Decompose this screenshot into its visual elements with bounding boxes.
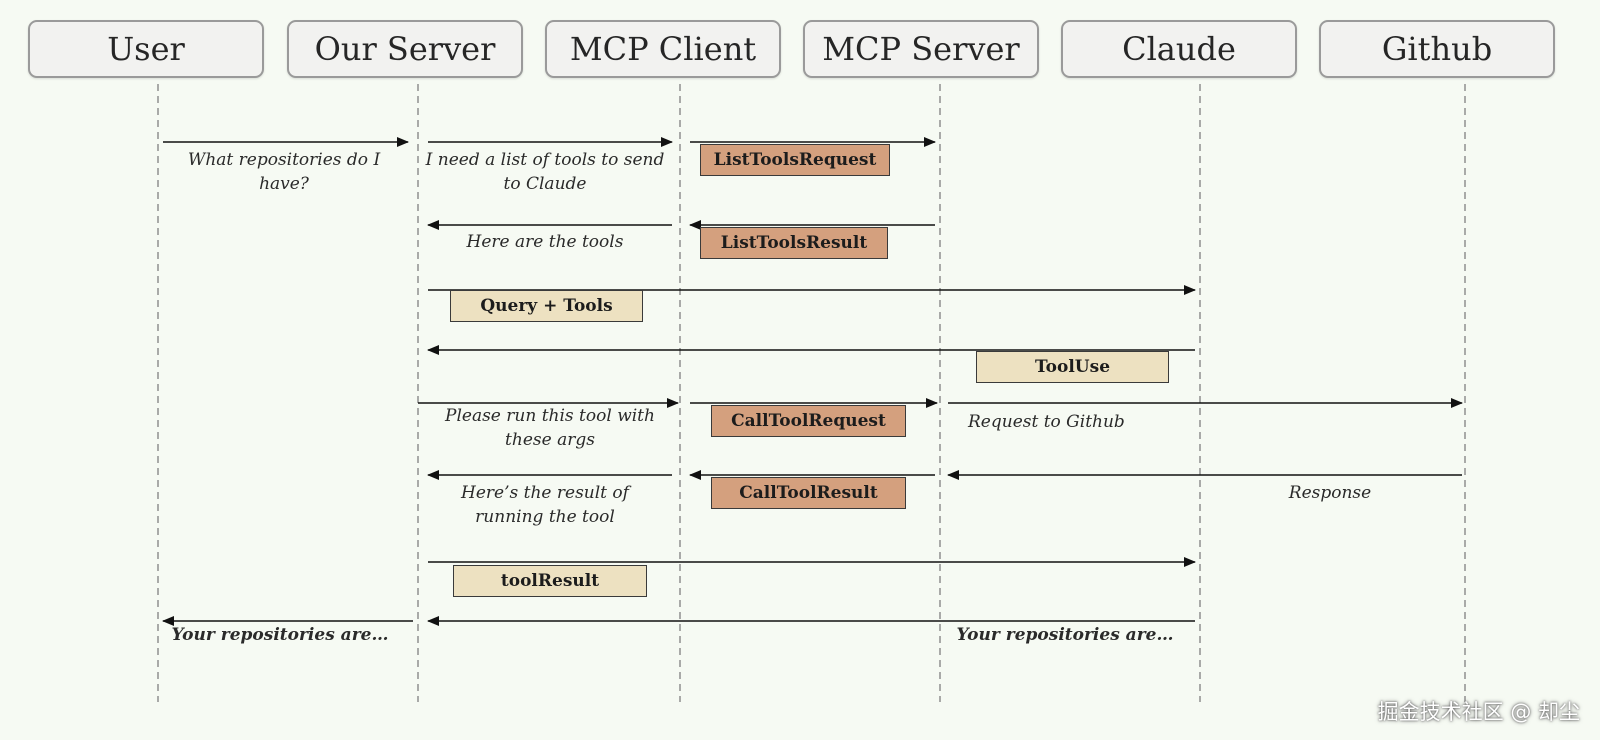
msg-user-final-label: Your repositories are… [171,625,389,645]
msg-claude-final-label: Your repositories are… [956,625,1174,645]
watermark: 掘金技术社区 @ 却尘 [1377,700,1580,724]
msg-tool-result-label: Here’s the result of running the tool [461,483,629,527]
query-tools-box: Query + Tools [450,290,643,322]
tool-result-box: toolResult [453,565,647,597]
msg-here-are-tools-label: Here are the tools [466,232,624,252]
call-tool-result-box: CallToolResult [711,477,906,509]
actor-github: Github [1319,20,1555,78]
msg-request-to-github-label: Request to Github [968,412,1125,432]
actor-mcp-server: MCP Server [803,20,1039,78]
msg-request-tools-label: I need a list of tools to send to Claude [425,150,665,194]
tool-use-box: ToolUse [976,351,1169,383]
list-tools-request-box: ListToolsRequest [700,144,890,176]
actor-claude: Claude [1061,20,1297,78]
actor-user: User [28,20,264,78]
msg-run-tool-label: Please run this tool with these args [445,406,655,450]
actor-our-server: Our Server [287,20,523,78]
msg-user-query-label: What repositories do I have? [187,150,381,194]
msg-response-label: Response [1288,483,1372,503]
list-tools-result-box: ListToolsResult [700,227,888,259]
actor-mcp-client: MCP Client [545,20,781,78]
call-tool-request-box: CallToolRequest [711,405,906,437]
